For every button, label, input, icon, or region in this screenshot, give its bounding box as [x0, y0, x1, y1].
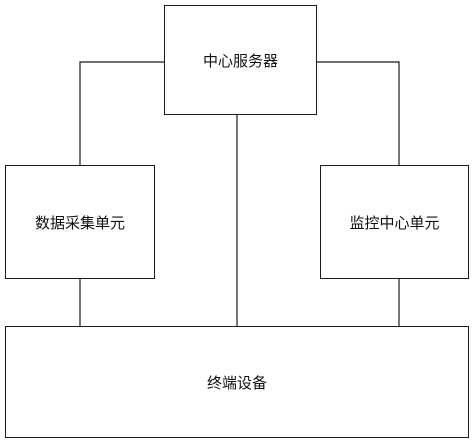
- terminal-device-node: 终端设备: [5, 326, 469, 438]
- monitoring-center-unit-label: 监控中心单元: [349, 213, 440, 232]
- data-collection-unit-node: 数据采集单元: [5, 165, 155, 279]
- monitoring-center-unit-node: 监控中心单元: [320, 165, 469, 279]
- edge-server-collect: [79, 61, 164, 165]
- edge-server-monitor: [317, 61, 400, 165]
- central-server-node: 中心服务器: [164, 5, 317, 115]
- terminal-device-label: 终端设备: [206, 373, 267, 392]
- central-server-label: 中心服务器: [202, 51, 278, 70]
- data-collection-unit-label: 数据采集单元: [34, 213, 125, 232]
